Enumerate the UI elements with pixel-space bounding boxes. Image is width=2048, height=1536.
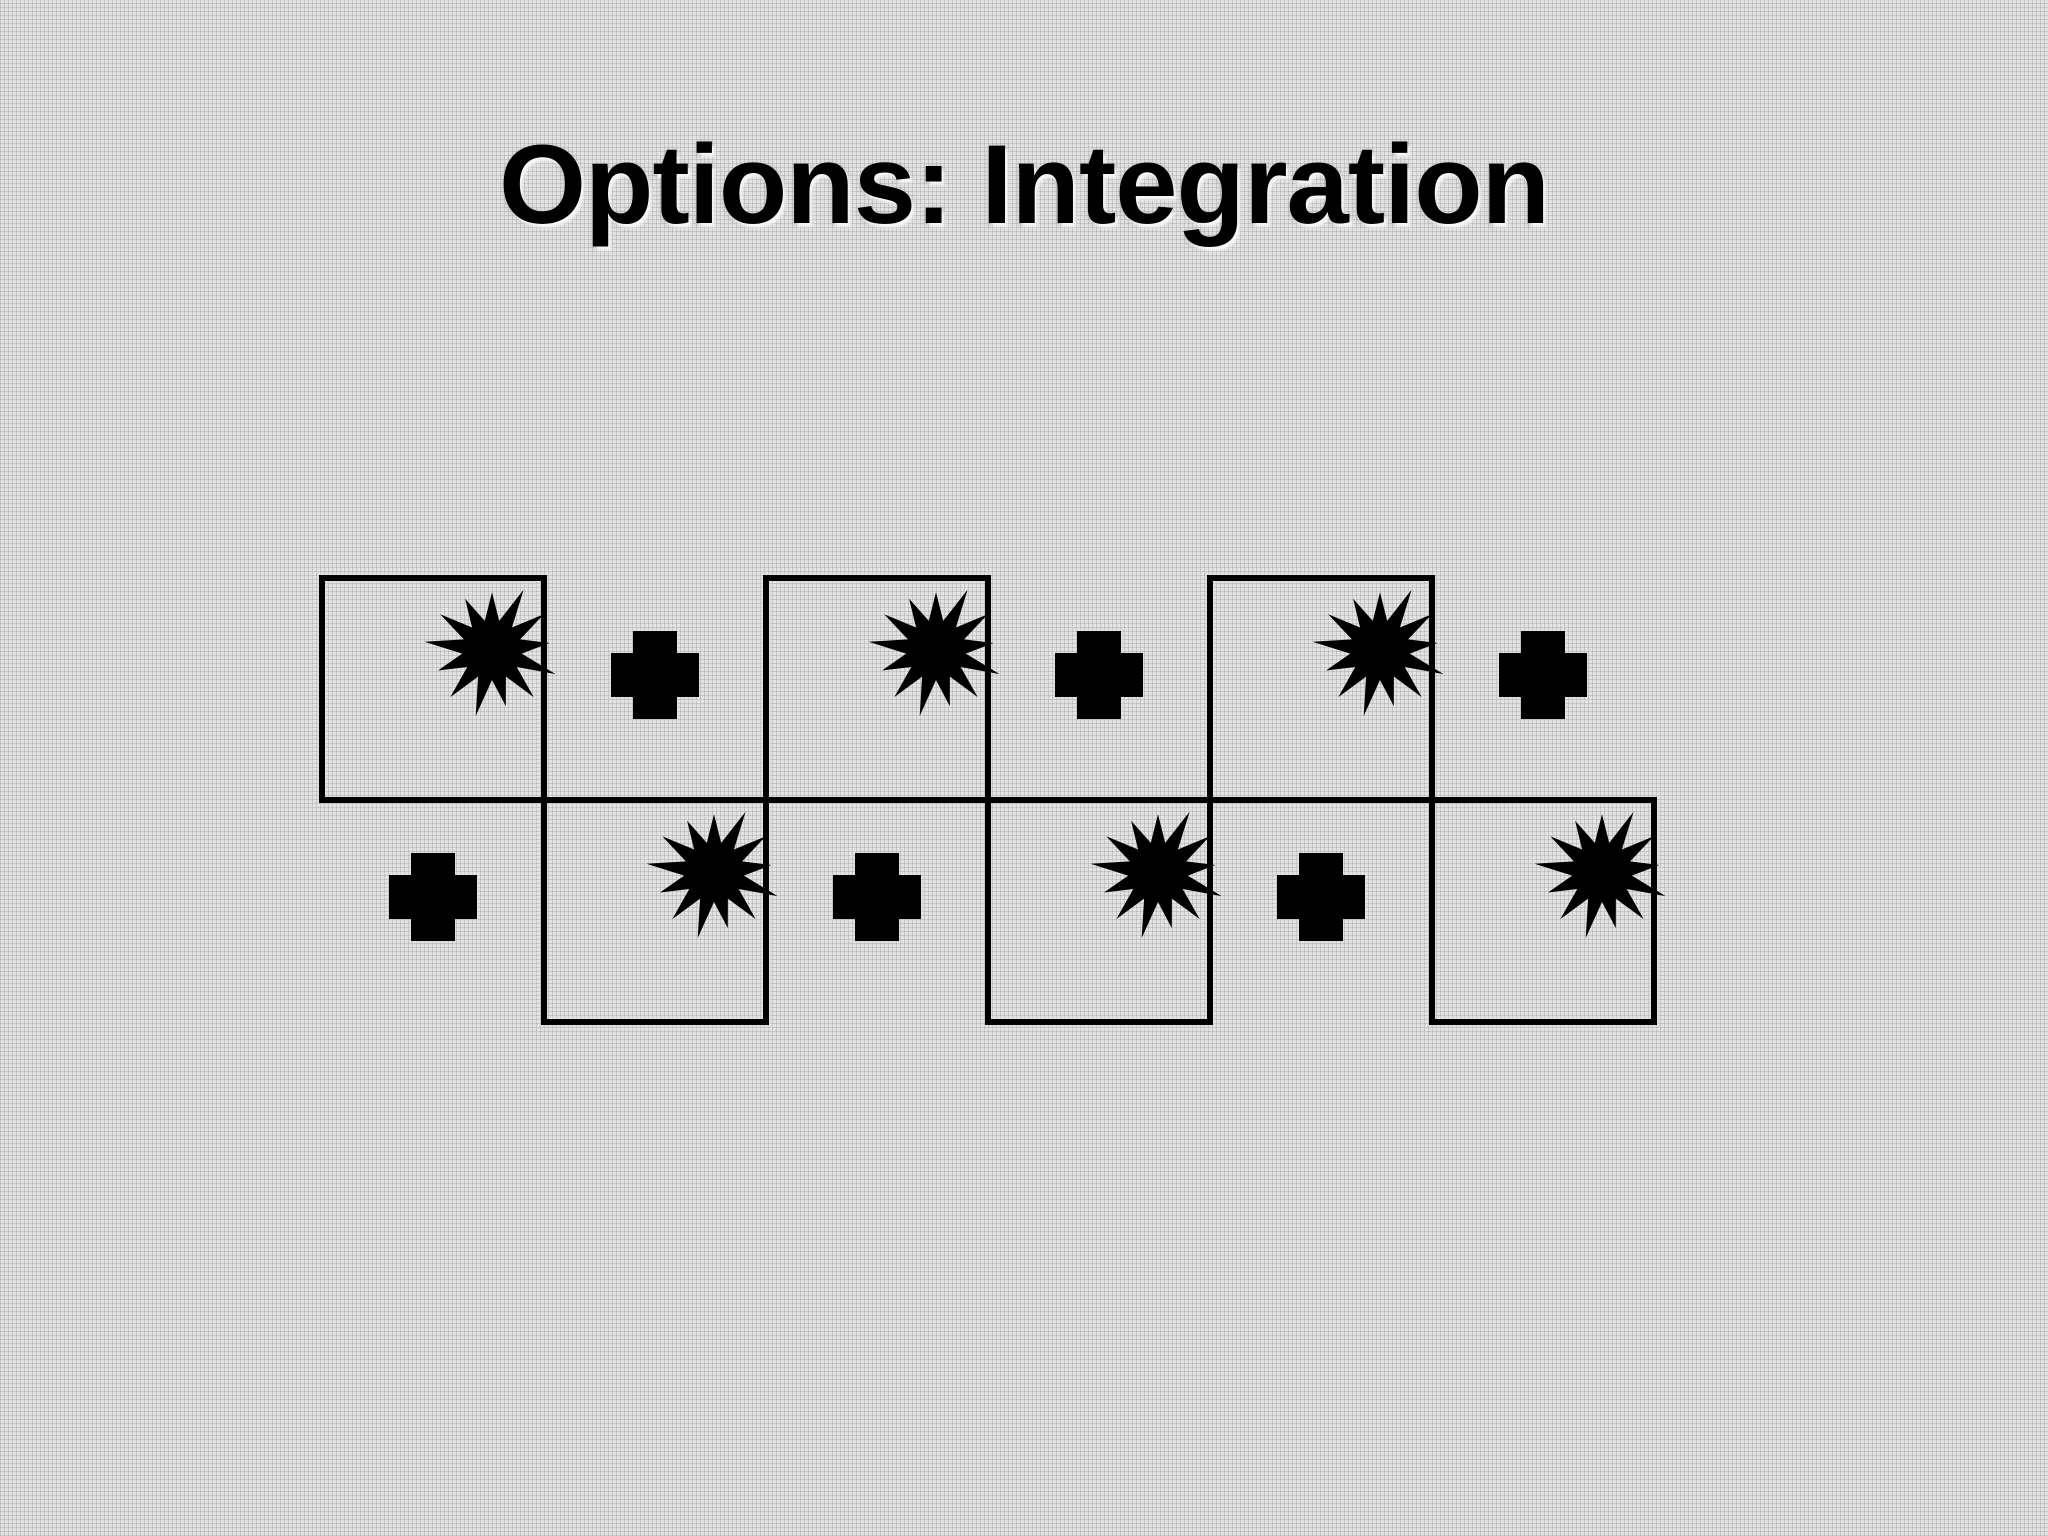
cross-icon	[611, 631, 699, 719]
diagram-box	[541, 797, 778, 1025]
burst-icon	[1534, 811, 1666, 938]
cross-icon	[1277, 853, 1365, 941]
box-outline	[985, 797, 1213, 1025]
box-outline	[319, 575, 547, 803]
burst-icon	[1312, 589, 1444, 716]
box-outline	[763, 575, 991, 803]
cross-icon	[833, 853, 921, 941]
cross-icon	[1499, 631, 1587, 719]
burst-icon	[1090, 811, 1222, 938]
diagram-box	[1207, 575, 1444, 803]
cross-icon	[389, 853, 477, 941]
burst-icon	[868, 589, 1000, 716]
diagram-box	[1429, 797, 1666, 1025]
burst-icon	[646, 811, 778, 938]
box-outline	[541, 797, 769, 1025]
burst-icon	[424, 589, 556, 716]
cross-icon	[1055, 631, 1143, 719]
box-outline	[1429, 797, 1657, 1025]
box-outline	[1207, 575, 1435, 803]
diagram-box	[985, 797, 1222, 1025]
slide-title: Options: Integration	[498, 122, 1550, 247]
diagram-box	[763, 575, 1000, 803]
diagram-box	[319, 575, 556, 803]
